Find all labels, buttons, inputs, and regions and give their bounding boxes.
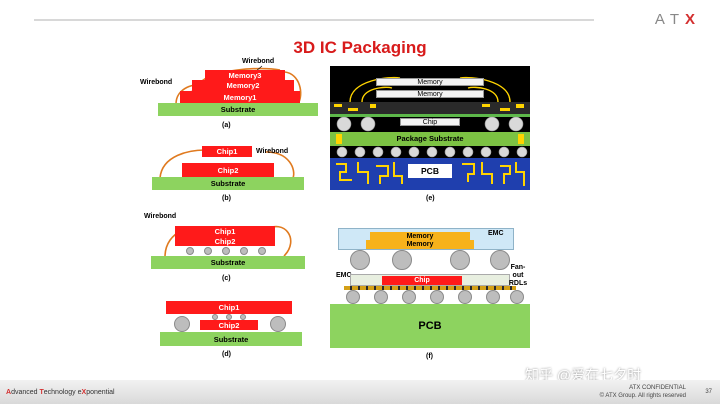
f-pcb: PCB	[330, 304, 530, 348]
c-bump	[186, 247, 194, 255]
e-drawing	[330, 76, 530, 190]
a-memory3: Memory3	[205, 70, 285, 80]
a-wirebond-left-label: Wirebond	[140, 79, 173, 86]
f-emc-left-label: EMC	[336, 272, 352, 279]
b-substrate: Substrate	[152, 177, 304, 190]
e-memory-top: Memory	[376, 78, 484, 86]
b-chip1: Chip1	[202, 146, 252, 157]
d-bump	[226, 314, 232, 320]
atx-logo: A T X	[654, 11, 696, 28]
caption-f: (f)	[426, 353, 433, 360]
a-wirebond-top-label: Wirebond	[242, 58, 275, 65]
f-ball	[350, 250, 370, 270]
c-bump	[258, 247, 266, 255]
e-memory-bottom: Memory	[376, 90, 484, 98]
d-substrate: Substrate	[160, 332, 302, 346]
caption-b: (b)	[222, 195, 231, 202]
footer-confidential: ATX CONFIDENTIAL© ATX Group. All rights …	[599, 385, 686, 399]
d-ball	[270, 316, 286, 332]
slide-title: 3D IC Packaging	[293, 38, 427, 57]
e-package: Memory Memory Chip Package Substrate PCB	[330, 66, 530, 190]
c-bump	[240, 247, 248, 255]
d-bump	[240, 314, 246, 320]
a-memory2: Memory2	[192, 80, 294, 91]
f-bottom-ball	[510, 290, 524, 304]
a-memory1: Memory1	[180, 91, 300, 103]
f-bottom-ball	[430, 290, 444, 304]
c-bump	[204, 247, 212, 255]
c-wirebond-label: Wirebond	[144, 213, 177, 220]
f-bottom-ball	[374, 290, 388, 304]
b-chip2: Chip2	[182, 163, 274, 177]
caption-a: (a)	[222, 122, 231, 129]
caption-d: (d)	[222, 351, 231, 358]
f-rdl-layer	[344, 286, 516, 290]
f-bottom-ball	[402, 290, 416, 304]
footer-tagline: Advanced Technology eXponential	[6, 389, 115, 396]
f-ball	[392, 250, 412, 270]
d-chip2: Chip2	[200, 320, 258, 330]
e-package-substrate: Package Substrate	[396, 134, 464, 143]
f-bottom-ball	[486, 290, 500, 304]
e-chip: Chip	[400, 118, 460, 126]
f-memory1: Memory	[370, 232, 470, 240]
b-wirebond-label: Wirebond	[256, 148, 289, 155]
f-chip: Chip	[382, 276, 462, 285]
f-emc-top-label: EMC	[488, 230, 504, 237]
d-chip1: Chip1	[166, 301, 292, 314]
d-ball	[174, 316, 190, 332]
c-substrate: Substrate	[151, 256, 305, 269]
c-bump	[222, 247, 230, 255]
watermark: 知乎 @爱在七夕时	[525, 367, 642, 383]
page-number: 37	[705, 389, 712, 395]
f-ball	[450, 250, 470, 270]
a-substrate: Substrate	[158, 103, 318, 116]
footer-bar	[0, 380, 720, 404]
f-memory2: Memory	[366, 240, 474, 249]
c-chip1: Chip1	[175, 226, 275, 236]
e-pcb: PCB	[408, 164, 452, 178]
caption-c: (c)	[222, 275, 231, 282]
f-bottom-ball	[346, 290, 360, 304]
c-chip2: Chip2	[175, 236, 275, 246]
header-divider	[34, 19, 594, 21]
f-ball	[490, 250, 510, 270]
f-bottom-ball	[458, 290, 472, 304]
d-bump	[212, 314, 218, 320]
caption-e: (e)	[426, 195, 435, 202]
